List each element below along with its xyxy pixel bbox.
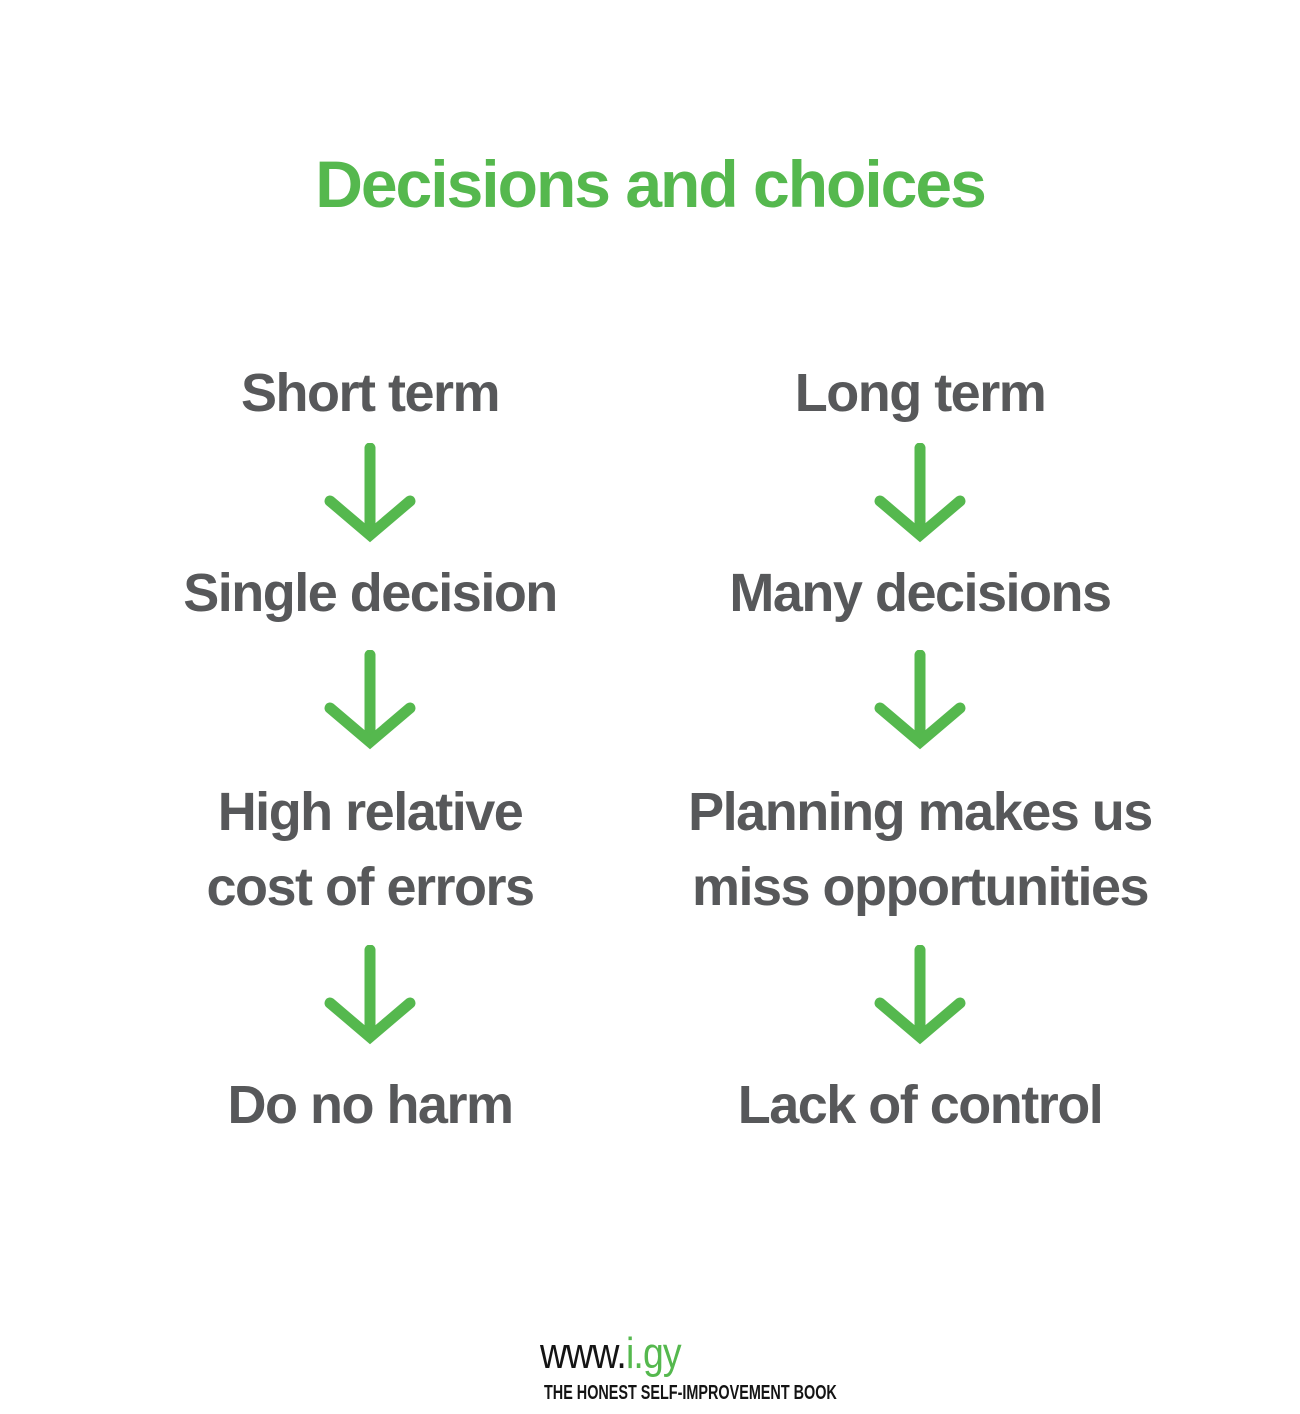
step-high-relative-cost-of-errors: High relative cost of errors — [120, 775, 620, 925]
step-label: Single decision — [183, 563, 558, 623]
step-single-decision: Single decision — [120, 556, 620, 631]
arrow-down-icon — [324, 650, 416, 750]
step-label-line: Planning makes us — [688, 782, 1153, 842]
arrow-down-icon — [324, 443, 416, 543]
footer-tagline: THE HONEST SELF-IMPROVEMENT BOOK — [544, 1382, 837, 1404]
site-logo: www.i.gy — [540, 1330, 795, 1378]
step-label: Short term — [240, 363, 501, 423]
step-label: Do no harm — [227, 1075, 514, 1135]
column-long-term: Long term Many decisions Planning makes … — [670, 0, 1170, 1414]
step-label-line: cost of errors — [206, 857, 535, 917]
step-label-line: miss opportunities — [691, 857, 1150, 917]
step-label-line: High relative — [217, 782, 524, 842]
step-long-term: Long term — [670, 356, 1170, 431]
logo-igy-text: i.gy — [625, 1329, 682, 1378]
page-title: Decisions and choices — [315, 147, 987, 221]
step-short-term: Short term — [120, 356, 620, 431]
column-short-term: Short term Single decision High relative… — [120, 0, 620, 1414]
step-label: Many decisions — [729, 563, 1112, 623]
step-do-no-harm: Do no harm — [120, 1068, 620, 1143]
step-many-decisions: Many decisions — [670, 556, 1170, 631]
step-label: Long term — [794, 363, 1047, 423]
logo-www-text: www. — [540, 1329, 627, 1378]
arrow-down-icon — [324, 945, 416, 1045]
arrow-down-icon — [874, 443, 966, 543]
step-label: Lack of control — [737, 1075, 1104, 1135]
step-lack-of-control: Lack of control — [670, 1068, 1170, 1143]
arrow-down-icon — [874, 945, 966, 1045]
step-planning-makes-us-miss-opportunities: Planning makes us miss opportunities — [670, 775, 1170, 925]
arrow-down-icon — [874, 650, 966, 750]
footer: www.i.gy THE HONEST SELF-IMPROVEMENT BOO… — [540, 1330, 840, 1405]
